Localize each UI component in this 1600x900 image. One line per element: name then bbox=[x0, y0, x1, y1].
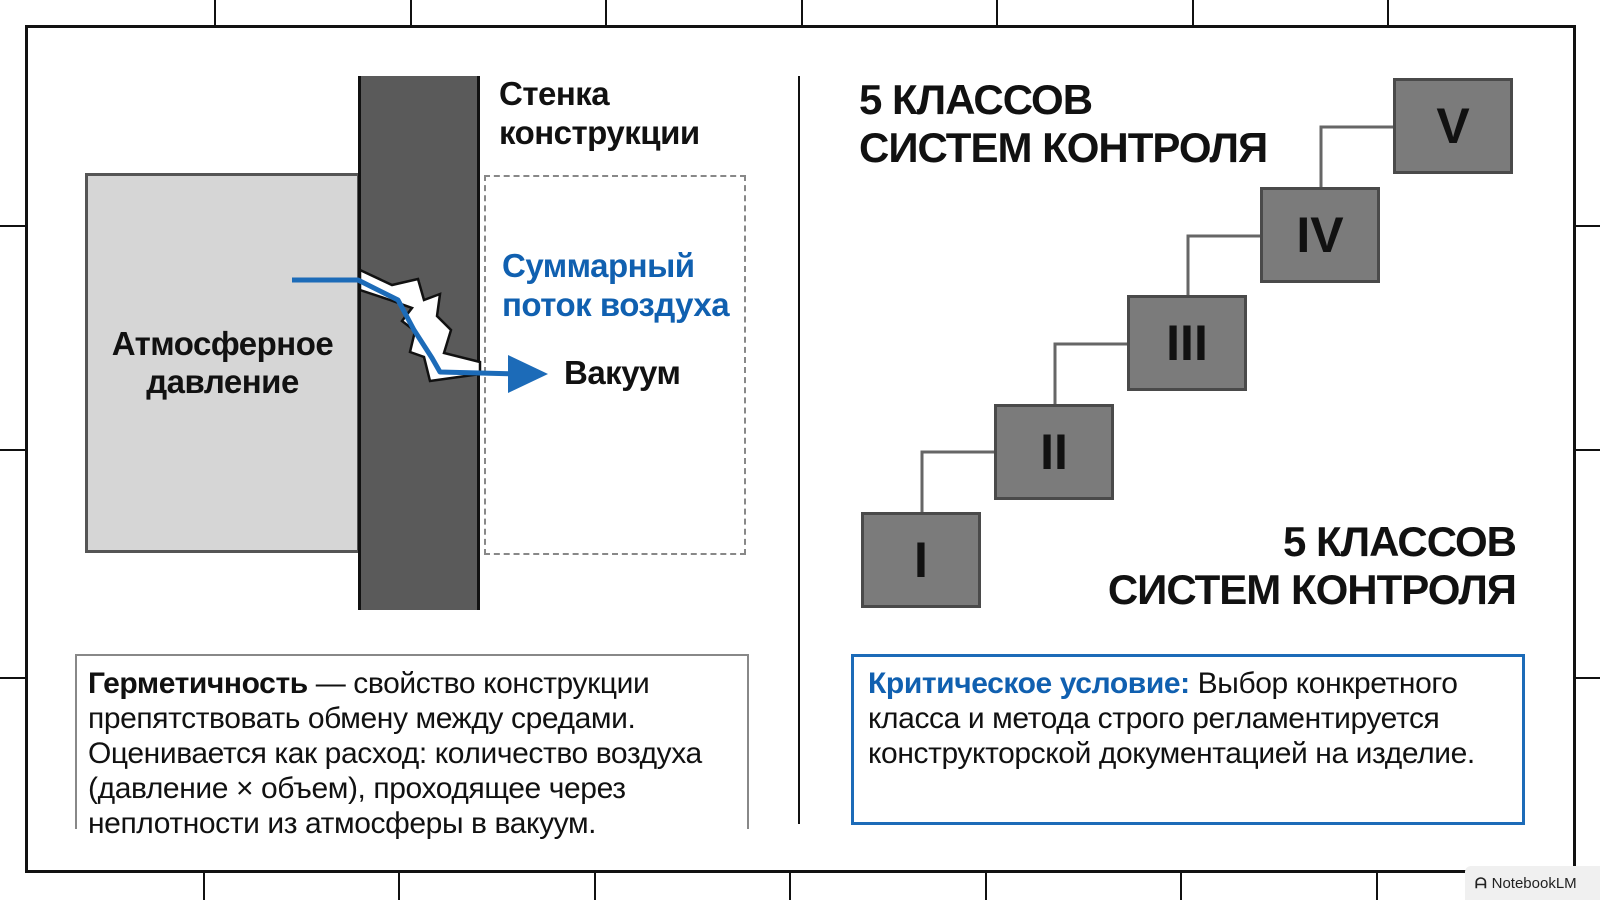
registration-tick bbox=[605, 0, 607, 25]
definition-body: — свойство конструкции препятствовать об… bbox=[88, 667, 702, 840]
definition-term: Герметичность bbox=[88, 667, 308, 700]
badge-text: NotebookLM bbox=[1491, 874, 1577, 892]
classes-title-top: 5 КЛАССОВ СИСТЕМ КОНТРОЛЯ bbox=[859, 76, 1268, 171]
registration-tick bbox=[410, 0, 412, 25]
definition-text: Герметичность — свойство конструкции пре… bbox=[88, 666, 748, 841]
registration-tick bbox=[0, 677, 25, 679]
critical-condition-label: Критическое условие: bbox=[868, 667, 1190, 700]
registration-tick bbox=[801, 0, 803, 25]
registration-tick bbox=[0, 225, 25, 227]
atmosphere-label: Атмосферное давление bbox=[111, 325, 334, 400]
registration-tick bbox=[1376, 873, 1378, 900]
class-step-5: V bbox=[1393, 78, 1513, 174]
step-connector bbox=[920, 450, 994, 512]
registration-tick bbox=[1576, 225, 1600, 227]
class-step-2: II bbox=[994, 404, 1114, 500]
registration-tick bbox=[1192, 0, 1194, 25]
step-connector bbox=[1053, 342, 1127, 404]
registration-tick bbox=[789, 873, 791, 900]
air-flow-arrowhead bbox=[508, 355, 548, 393]
critical-condition-body: Выбор конкретного класса и метода строго… bbox=[868, 667, 1475, 770]
registration-tick bbox=[1180, 873, 1182, 900]
registration-tick bbox=[214, 0, 216, 25]
registration-tick bbox=[985, 873, 987, 900]
atmosphere-region: Атмосферное давление bbox=[85, 173, 360, 553]
classes-title-bottom: 5 КЛАССОВ СИСТЕМ КОНТРОЛЯ bbox=[1107, 518, 1517, 613]
registration-tick bbox=[594, 873, 596, 900]
registration-tick bbox=[0, 449, 25, 451]
step-connector bbox=[1186, 234, 1260, 295]
slide-frame bbox=[25, 25, 1576, 873]
notebooklm-badge: ᗩ NotebookLM bbox=[1465, 866, 1600, 900]
vacuum-label: Вакуум bbox=[564, 354, 681, 391]
class-step-1: I bbox=[861, 512, 981, 608]
air-flow-label: Суммарный поток воздуха bbox=[502, 247, 730, 323]
air-flow-line bbox=[292, 277, 519, 377]
vacuum-region bbox=[484, 175, 746, 555]
registration-tick bbox=[398, 873, 400, 900]
critical-condition-box bbox=[851, 654, 1525, 825]
registration-tick bbox=[203, 873, 205, 900]
panel-divider bbox=[798, 76, 800, 824]
notebooklm-icon: ᗩ bbox=[1475, 874, 1487, 891]
registration-tick bbox=[1387, 0, 1389, 25]
wall-label: Стенка конструкции bbox=[499, 75, 700, 151]
registration-tick bbox=[996, 0, 998, 25]
registration-tick bbox=[1576, 677, 1600, 679]
definition-box bbox=[75, 654, 749, 829]
registration-tick bbox=[1576, 449, 1600, 451]
class-step-3: III bbox=[1127, 295, 1247, 391]
step-connector bbox=[1319, 125, 1393, 187]
critical-condition-text: Критическое условие: Выбор конкретного к… bbox=[868, 666, 1508, 771]
class-step-4: IV bbox=[1260, 187, 1380, 283]
